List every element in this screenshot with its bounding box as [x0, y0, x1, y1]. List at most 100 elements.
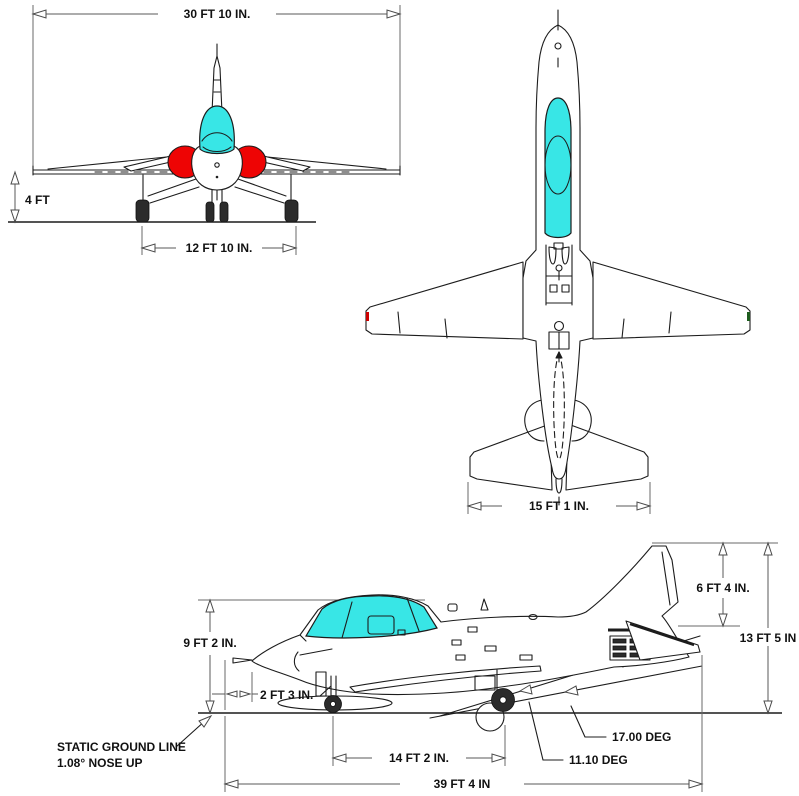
arrow-down-icon: [205, 700, 215, 715]
wing-control-lines: [397, 311, 672, 339]
nose-wheel-left: [205, 201, 215, 223]
front-view: 30 FT 10 IN.: [8, 5, 402, 255]
nose-wheel-right: [219, 201, 229, 223]
dim-label-tailplane-span: 15 FT 1 IN.: [529, 499, 589, 513]
fuselage-panels-side: [367, 615, 533, 661]
canopy-side: [305, 595, 438, 639]
spine-light: [528, 613, 538, 621]
dim-label-wheelbase: 14 FT 2 IN.: [389, 751, 449, 765]
ground-line-note: STATIC GROUND LINE 1.08° NOSE UP: [57, 714, 213, 770]
main-gear-side: [474, 669, 515, 732]
exhaust-fairings: [524, 399, 592, 442]
main-gear-left-strut: [142, 174, 200, 204]
arrow-up-icon: [205, 598, 215, 613]
dim-wheelbase: 14 FT 2 IN.: [331, 716, 507, 766]
canopy-top: [544, 97, 572, 239]
fin-top-dashed: [553, 351, 565, 460]
arrow-down-icon: [718, 613, 728, 628]
dim-wheel-track: 12 FT 10 IN.: [140, 226, 298, 255]
canopy-frames: [341, 597, 420, 639]
label-17deg: 17.00 DEG: [612, 730, 671, 744]
nose-ring: [554, 42, 562, 50]
rudder-line: [661, 551, 671, 606]
leader-17deg: [570, 705, 607, 738]
canopy-front: [199, 105, 235, 155]
dim-overall-length: 39 FT 4 IN: [223, 655, 704, 792]
arrow-up-icon: [718, 541, 728, 556]
windscreen-frame: [201, 132, 233, 153]
arrow-left-icon: [466, 501, 482, 511]
canopy-bow: [544, 135, 572, 195]
fin-pitot: [213, 43, 221, 93]
nose-detail-circle: [214, 162, 220, 168]
dim-label-nose-offset: 2 FT 3 IN.: [260, 688, 313, 702]
angle-arrow-11-icon: [563, 685, 579, 696]
dim-overall-height: 13 FT 5 IN: [739, 541, 798, 715]
nav-light-right: [747, 312, 750, 321]
arrow-left-icon: [225, 690, 238, 698]
label-11deg: 11.10 DEG: [569, 753, 628, 767]
main-wheel-left: [135, 199, 150, 223]
top-view: 15 FT 1 IN.: [365, 9, 751, 514]
arrow-up-icon: [763, 541, 773, 556]
arrow-left-icon: [31, 9, 47, 19]
arrow-left-icon: [140, 243, 156, 253]
dim-label-wing-height: 4 FT: [25, 193, 50, 207]
fuselage-panels-top: [545, 242, 573, 363]
nose-gear-strut: [211, 189, 223, 205]
ext-lines: [224, 655, 703, 792]
angle-labels: 17.00 DEG 11.10 DEG: [528, 701, 671, 767]
dim-label-overall-height: 13 FT 5 IN: [740, 631, 797, 645]
vertical-fin: [211, 55, 223, 114]
arrow-left-icon: [223, 779, 239, 789]
dim-wing-height: 4 FT: [10, 170, 50, 224]
front-airframe: [8, 43, 401, 223]
ext-lines: [141, 226, 297, 255]
arrow-right-icon: [688, 779, 704, 789]
arrow-down-icon: [763, 700, 773, 715]
ext-lines: [224, 660, 253, 710]
dim-label-overall-length: 39 FT 4 IN: [434, 777, 491, 791]
dim-wingspan: 30 FT 10 IN.: [31, 5, 402, 168]
leader-ground-note: [175, 719, 207, 748]
arrow-right-icon: [386, 9, 402, 19]
tail-bullet: [555, 478, 563, 506]
arrow-up-icon: [10, 170, 20, 185]
nose-probe: [232, 657, 253, 664]
side-airframe: [198, 545, 782, 732]
tailplane-edge: [629, 622, 695, 647]
tailplane-left-top: [469, 423, 553, 491]
wing-side: [349, 665, 542, 693]
arrow-right-icon: [491, 753, 507, 763]
arrow-left-icon: [331, 753, 347, 763]
dim-label-wheel-track: 12 FT 10 IN.: [186, 241, 253, 255]
tailplane-side: [625, 620, 701, 661]
intake-side: [293, 648, 333, 672]
nav-light-left: [366, 312, 369, 321]
fuselage-top: [522, 24, 594, 480]
wing-left: [365, 261, 524, 340]
wing-right: [592, 261, 751, 340]
ext-lines: [467, 482, 651, 514]
windscreen-base: [299, 634, 307, 642]
leader-11deg: [528, 701, 564, 761]
dim-label-fin-above-tail: 6 FT 4 IN.: [696, 581, 749, 595]
dim-tailplane-span: 15 FT 1 IN.: [466, 482, 652, 514]
arrow-right-icon: [239, 690, 252, 698]
spine-antenna: [480, 598, 489, 611]
main-wheel-right: [284, 199, 299, 223]
ground-note-line2: 1.08° NOSE UP: [57, 756, 143, 770]
tailplane-right-top: [565, 423, 649, 491]
dim-label-canopy-height: 9 FT 2 IN.: [183, 636, 236, 650]
dim-nose-offset: 2 FT 3 IN.: [212, 660, 313, 710]
arrow-down-icon: [10, 209, 20, 224]
arrow-right-icon: [636, 501, 652, 511]
arrow-right-icon: [282, 243, 298, 253]
leader-arrow-icon: [198, 714, 213, 728]
side-view: 9 FT 2 IN. 2 FT 3 IN. 6 FT 4 IN. 13 FT 5…: [57, 541, 798, 792]
ground-note-line1: STATIC GROUND LINE: [57, 740, 186, 754]
nose-gear-side: [315, 671, 342, 713]
fuselage-side: [251, 545, 690, 696]
